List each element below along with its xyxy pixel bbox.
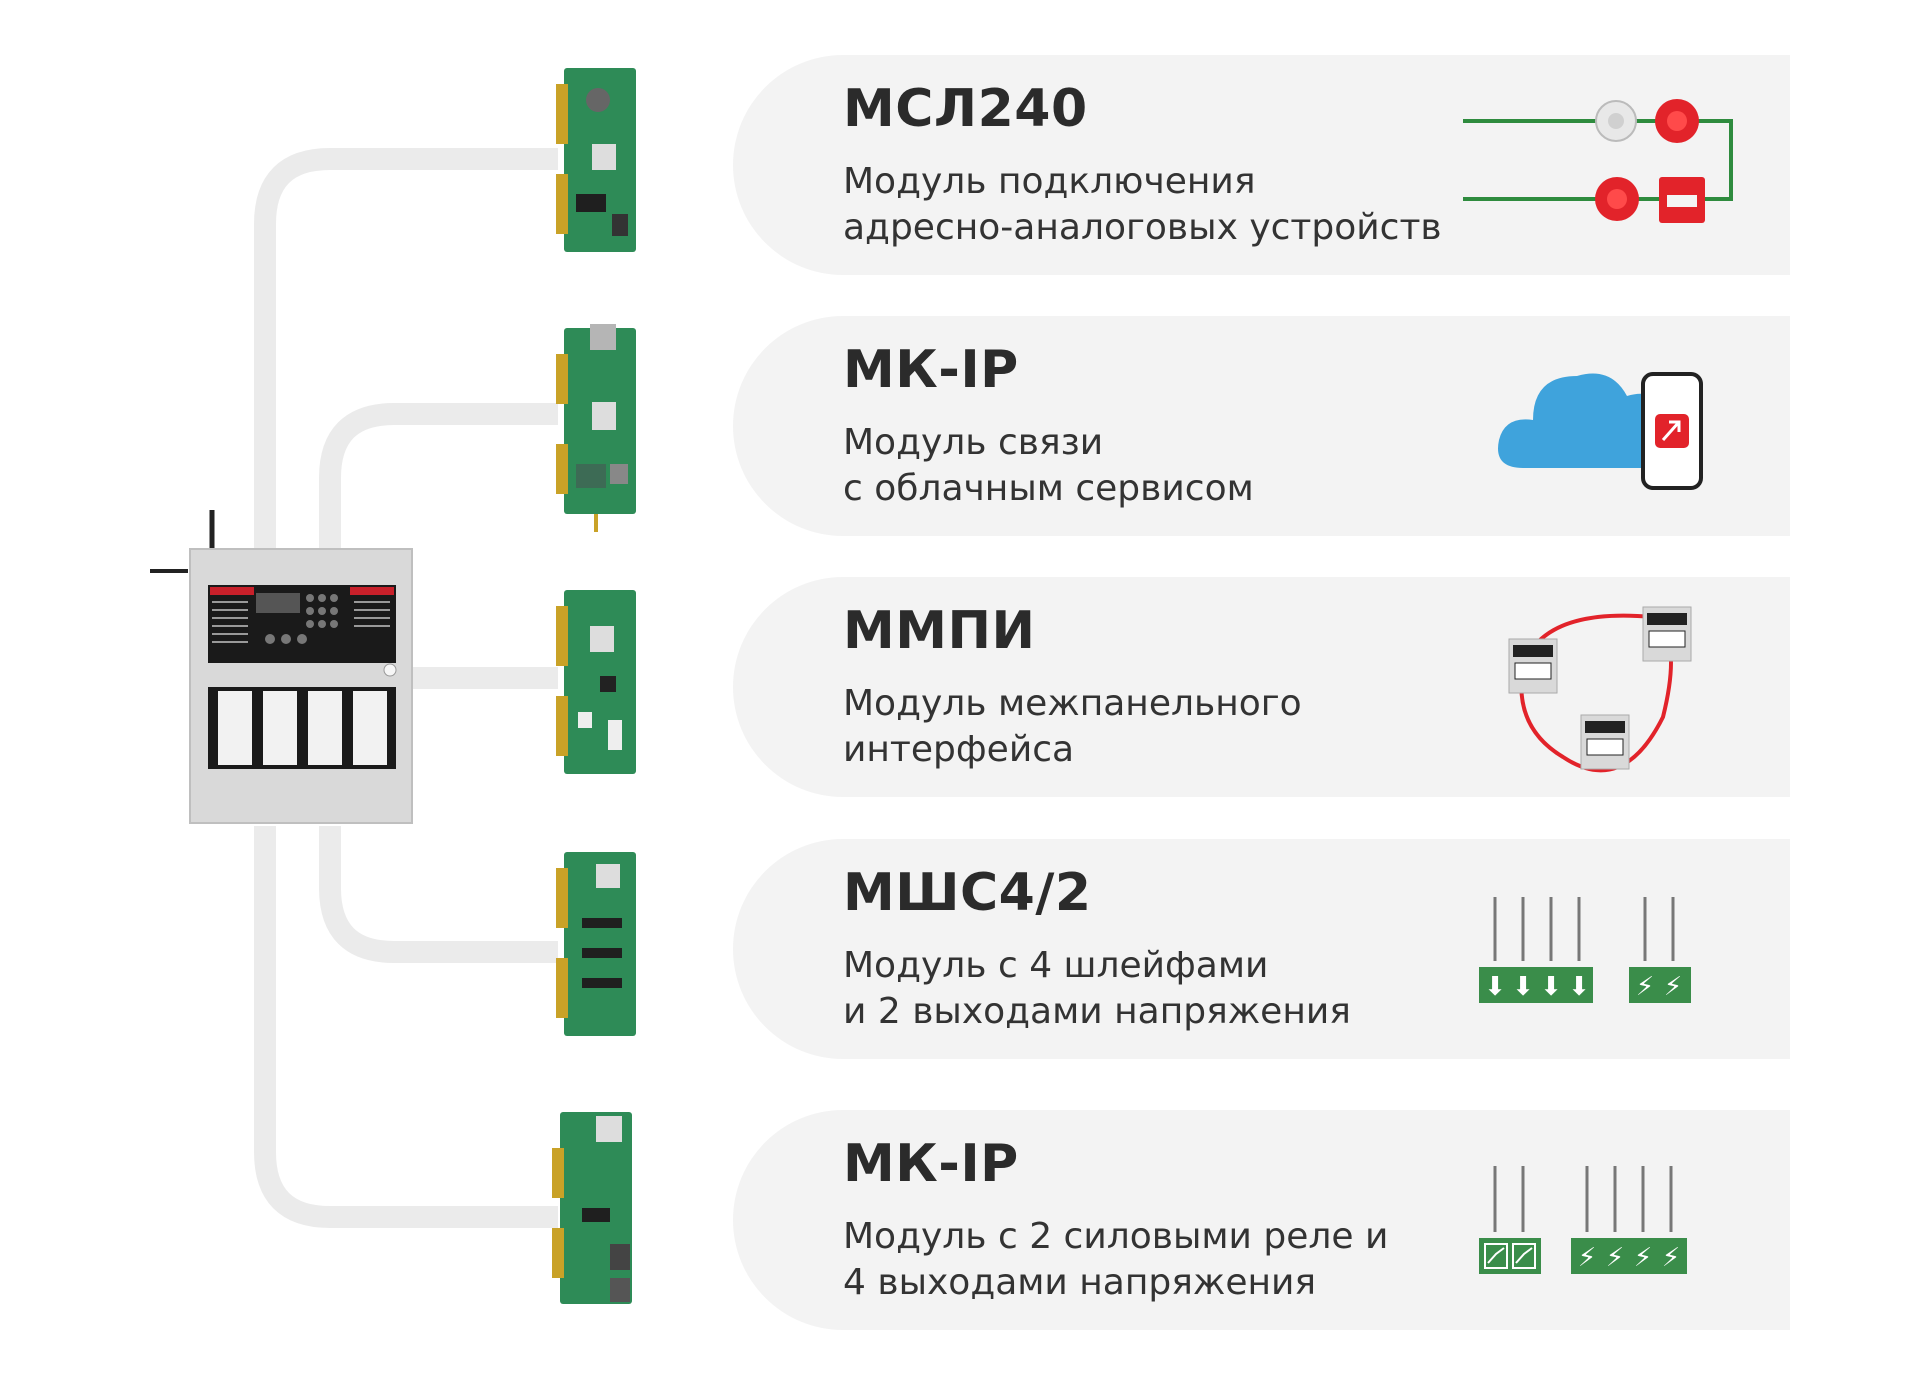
module-title: МСЛ240 [843, 79, 1088, 139]
connector-module-1 [254, 148, 558, 550]
lightning-icon: ⚡ [1578, 1243, 1596, 1273]
board-image-2 [556, 324, 636, 532]
module-card-4: МШС4/2 Модуль с 4 шлейфами и 2 выходами … [733, 839, 1790, 1059]
board-image-4 [556, 852, 636, 1036]
relay-icon [1484, 1243, 1508, 1269]
lightning-icon: ⚡ [1664, 972, 1682, 1002]
panel-icon [1580, 714, 1630, 770]
panel-icon [1508, 638, 1558, 694]
module-card-5: МК-IP Модуль с 2 силовыми реле и 4 выход… [733, 1110, 1790, 1330]
panel-lock-icon [383, 663, 397, 677]
module-description: Модуль связи с облачным сервисом [843, 422, 1254, 509]
board-image-5 [552, 1112, 632, 1304]
connector-module-5 [254, 826, 558, 1228]
panel-display-block [208, 585, 396, 663]
module-description: Модуль подключения адресно-аналоговых ус… [843, 161, 1442, 248]
arrow-down-icon: ⬇ [1540, 972, 1562, 1002]
lightning-icon: ⚡ [1606, 1243, 1624, 1273]
loops-outputs-illustration: ⬇ ⬇ ⬇ ⬇ ⚡ ⚡ [1479, 897, 1691, 1003]
board-image-3 [556, 590, 636, 774]
module-card-3: ММПИ Модуль межпанельного интерфейса [733, 577, 1790, 797]
module-title: МК-IP [843, 1134, 1019, 1194]
lightning-icon: ⚡ [1662, 1243, 1680, 1273]
module-card-2: МК-IP Модуль связи с облачным сервисом [733, 316, 1790, 536]
module-description: Модуль межпанельного интерфейса [843, 683, 1302, 770]
relays-outputs-illustration: ⚡ ⚡ ⚡ ⚡ [1479, 1166, 1687, 1274]
arrow-down-icon: ⬇ [1568, 972, 1590, 1002]
module-title: ММПИ [843, 601, 1036, 661]
addressable-loop-illustration [1463, 99, 1733, 223]
lightning-icon: ⚡ [1636, 972, 1654, 1002]
connector-module-4 [319, 826, 558, 963]
arrow-down-icon: ⬇ [1484, 972, 1506, 1002]
module-description: Модуль с 2 силовыми реле и 4 выходами на… [843, 1216, 1389, 1303]
panel-icon [1642, 606, 1692, 662]
module-title: МК-IP [843, 340, 1019, 400]
module-description: Модуль с 4 шлейфами и 2 выходами напряже… [843, 945, 1351, 1032]
module-title: МШС4/2 [843, 863, 1092, 923]
module-card-1: МСЛ240 Модуль подключения адресно-аналог… [733, 55, 1790, 275]
connector-module-2 [319, 403, 558, 550]
relay-icon [1512, 1243, 1536, 1269]
panel-network-illustration [1508, 606, 1692, 773]
cloud-smartphone-illustration [1498, 372, 1703, 490]
lightning-icon: ⚡ [1634, 1243, 1652, 1273]
board-image-1 [556, 68, 636, 252]
arrow-down-icon: ⬇ [1512, 972, 1534, 1002]
control-panel-image [150, 510, 413, 824]
